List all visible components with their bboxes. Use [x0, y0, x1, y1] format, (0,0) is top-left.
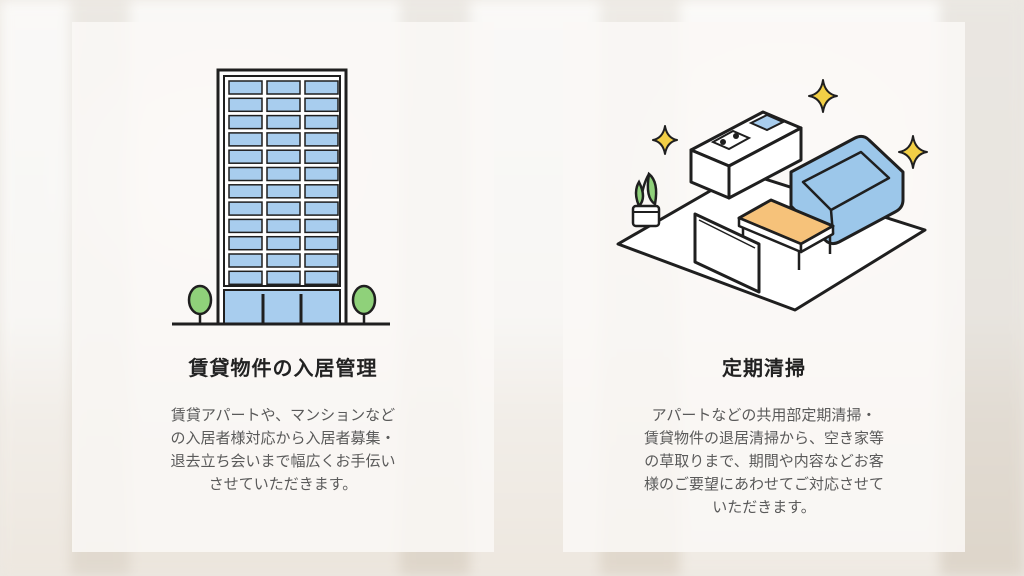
description-line: させていただきます。 — [208, 475, 358, 493]
description-line: 退去立ち会いまで幅広くお手伝い — [170, 452, 396, 470]
description-line: の入居者様対応から入居者募集・ — [170, 429, 396, 447]
description-line: 様のご要望にあわせてご対応させて — [643, 475, 884, 493]
window-icon — [304, 80, 339, 95]
potted-plant-icon — [631, 171, 661, 228]
tv-panel-icon — [693, 212, 761, 294]
window-icon — [266, 114, 301, 130]
window-icon — [304, 149, 339, 164]
window-icon — [266, 270, 301, 286]
kitchen-counter-icon — [689, 110, 803, 200]
window-icon — [266, 97, 301, 113]
window-icon — [228, 80, 263, 95]
window-icon — [304, 253, 339, 268]
window-icon — [266, 235, 301, 251]
window-icon — [228, 97, 263, 113]
window-icon — [266, 218, 301, 234]
window-icon — [228, 149, 263, 164]
window-icon — [266, 184, 301, 199]
window-icon — [304, 218, 339, 234]
window-icon — [266, 80, 301, 95]
service-title: 定期清掃 — [722, 356, 806, 380]
window-icon — [304, 166, 339, 182]
window-icon — [304, 184, 339, 199]
service-description: アパートなどの共用部定期清掃・ 賃貸物件の退居清掃から、空き家等 の草取りまで、… — [583, 404, 945, 519]
window-icon — [228, 184, 263, 199]
description-line: アパートなどの共用部定期清掃・ — [651, 406, 877, 424]
description-line: 賃貸物件の退居清掃から、空き家等 — [643, 429, 884, 447]
window-icon — [266, 201, 301, 216]
window-icon — [228, 114, 263, 130]
description-line: 賃貸アパートや、マンションなど — [170, 406, 396, 424]
description-line: いただきます。 — [712, 498, 816, 516]
window-icon — [228, 218, 263, 234]
clean-room-icon — [616, 79, 928, 312]
sofa-icon — [789, 134, 905, 246]
sparkle-icon — [652, 79, 928, 169]
window-icon — [266, 132, 301, 147]
description-line: の草取りまで、期間や内容などお客 — [644, 452, 884, 470]
window-icon — [228, 270, 263, 286]
window-icon — [228, 201, 263, 216]
window-icon — [266, 166, 301, 182]
service-card-regular-cleaning: 定期清掃 アパートなどの共用部定期清掃・ 賃貸物件の退居清掃から、空き家等 の草… — [563, 22, 965, 552]
window-icon — [228, 166, 263, 182]
window-icon — [304, 201, 339, 216]
window-icon — [304, 132, 339, 147]
window-icon — [266, 149, 301, 164]
window-icon — [304, 270, 339, 286]
service-card-rental-management: 賃貸物件の入居管理 賃貸アパートや、マンションなど の入居者様対応から入居者募集… — [72, 22, 494, 552]
window-icon — [228, 132, 263, 147]
service-description: 賃貸アパートや、マンションなど の入居者様対応から入居者募集・ 退去立ち会いまで… — [102, 404, 464, 496]
window-icon — [304, 97, 339, 113]
apartment-building-icon — [172, 68, 390, 326]
tree-right-icon — [351, 284, 377, 324]
window-icon — [304, 235, 339, 251]
window-icon — [266, 253, 301, 268]
service-title: 賃貸物件の入居管理 — [188, 356, 378, 380]
coffee-table-icon — [737, 198, 835, 270]
window-icon — [228, 253, 263, 268]
window-icon — [304, 114, 339, 130]
window-icon — [228, 235, 263, 251]
tree-left-icon — [187, 284, 213, 324]
